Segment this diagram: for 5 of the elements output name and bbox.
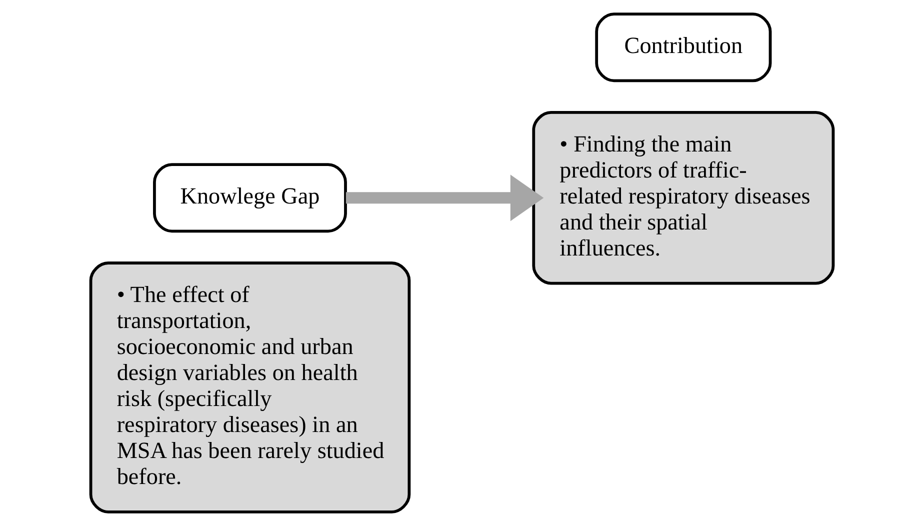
node-box: • Finding the main predictors of traffic-related respiratory diseases and their spatial influences. bbox=[532, 111, 834, 285]
node-box: • The effect of transportation, socioeconomic and urban design variables on health risk (specifically respiratory diseases) in an MSA has been rarely studied before. bbox=[88, 262, 410, 514]
node-box: Knowlege Gap bbox=[152, 163, 346, 233]
node-box: Contribution bbox=[594, 12, 772, 82]
arrow bbox=[345, 174, 544, 222]
